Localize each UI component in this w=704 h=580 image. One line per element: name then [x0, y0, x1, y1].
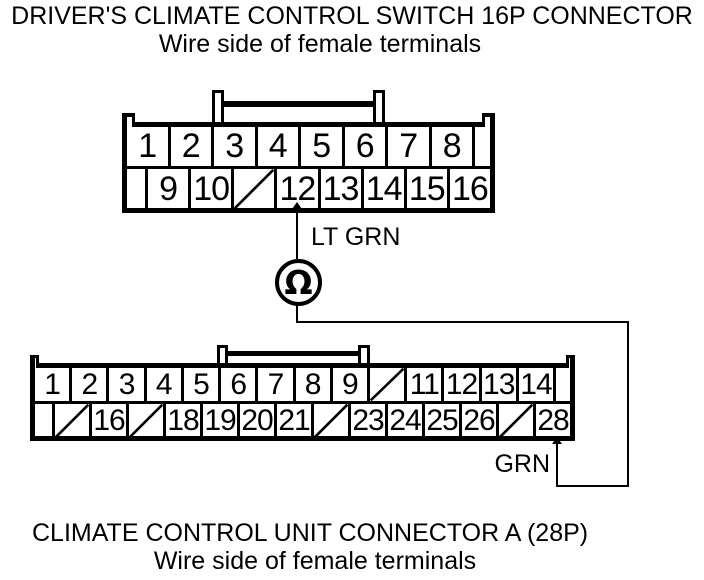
footer-title: CLIMATE CONTROL UNIT CONNECTOR A (28P): [32, 519, 589, 547]
pin-14: 14: [360, 169, 404, 210]
pin-6: 6: [341, 127, 386, 166]
diagonal-line-icon: [499, 404, 533, 438]
wire-segment: [556, 485, 629, 487]
pin-2: 2: [69, 368, 106, 401]
lock-tab-post: [358, 345, 370, 363]
pin-13: 13: [317, 169, 361, 210]
header-title: DRIVER'S CLIMATE CONTROL SWITCH 16P CONN…: [11, 2, 693, 30]
housing-spacer: [127, 169, 145, 209]
pin-4: 4: [254, 127, 299, 166]
pin-24: 24: [385, 404, 422, 438]
pin-12: 12: [274, 169, 317, 210]
pin-7: 7: [385, 127, 429, 166]
pin-11: 11: [404, 368, 441, 401]
housing-notch: [566, 355, 575, 368]
pin-12: 12: [441, 368, 478, 401]
pin-16: 16: [446, 169, 490, 210]
wire-lt-grn: [296, 213, 298, 259]
housing-notch: [482, 113, 495, 127]
wire-segment: [296, 305, 298, 323]
housing-spacer: [472, 127, 490, 166]
lock-tab-bar: [224, 101, 373, 107]
pin-not-used: [496, 404, 533, 438]
pin-not-used: [366, 368, 404, 401]
pin-not-used: [52, 404, 89, 438]
ohm-symbol: Ω: [284, 263, 313, 302]
pin-21: 21: [274, 404, 311, 438]
pin-25: 25: [422, 404, 459, 438]
pin-10: 10: [188, 169, 231, 210]
wire-segment: [296, 321, 629, 323]
pin-not-used: [231, 169, 274, 210]
diagonal-line-icon: [314, 404, 348, 438]
wire-label-grn: GRN: [494, 450, 550, 478]
pin-3: 3: [106, 368, 143, 401]
header-subtitle: Wire side of female terminals: [158, 30, 482, 58]
pin-8: 8: [292, 368, 330, 401]
diagonal-line-icon: [129, 404, 163, 438]
housing-notch: [122, 113, 135, 127]
pin-8: 8: [428, 127, 473, 166]
pin-23: 23: [348, 404, 385, 438]
footer-subtitle: Wire side of female terminals: [153, 547, 477, 575]
pin-5: 5: [298, 127, 342, 166]
pin-9: 9: [329, 368, 367, 401]
housing-notch: [30, 355, 39, 368]
wire-segment: [627, 321, 629, 487]
pin-4: 4: [143, 368, 181, 401]
diagonal-line-icon: [55, 404, 89, 438]
probe-arrow-icon: [292, 202, 302, 209]
wire-label-lt-grn: LT GRN: [311, 223, 401, 251]
pin-1: 1: [138, 127, 157, 165]
pin-16: 16: [89, 404, 126, 438]
pin-not-used: [126, 404, 163, 438]
housing-spacer: [553, 368, 570, 401]
pin-26: 26: [459, 404, 496, 438]
wire-grn: [556, 441, 558, 487]
pin-5: 5: [180, 368, 218, 401]
pin-13: 13: [478, 368, 516, 401]
lock-tab-post: [212, 90, 224, 122]
pin-14: 14: [515, 368, 553, 401]
pin-9: 9: [145, 169, 188, 210]
pin-18: 18: [163, 404, 200, 438]
pin-not-used: [311, 404, 348, 438]
pin-15: 15: [403, 169, 447, 210]
lock-tab-post: [217, 345, 228, 363]
pin-6: 6: [218, 368, 255, 401]
pin-19: 19: [200, 404, 237, 438]
pin-28: 28: [533, 404, 570, 438]
pin-1: 1: [44, 368, 61, 401]
diagonal-line-icon: [370, 368, 404, 401]
pin-3: 3: [211, 127, 255, 166]
pin-7: 7: [255, 368, 292, 401]
diagonal-line-icon: [234, 169, 274, 209]
lock-tab-post: [373, 90, 385, 122]
ohmmeter-icon: Ω: [275, 259, 322, 306]
pin-20: 20: [237, 404, 274, 438]
housing-spacer: [35, 404, 52, 438]
lock-tab-bar: [228, 351, 358, 356]
pin-2: 2: [167, 127, 212, 166]
